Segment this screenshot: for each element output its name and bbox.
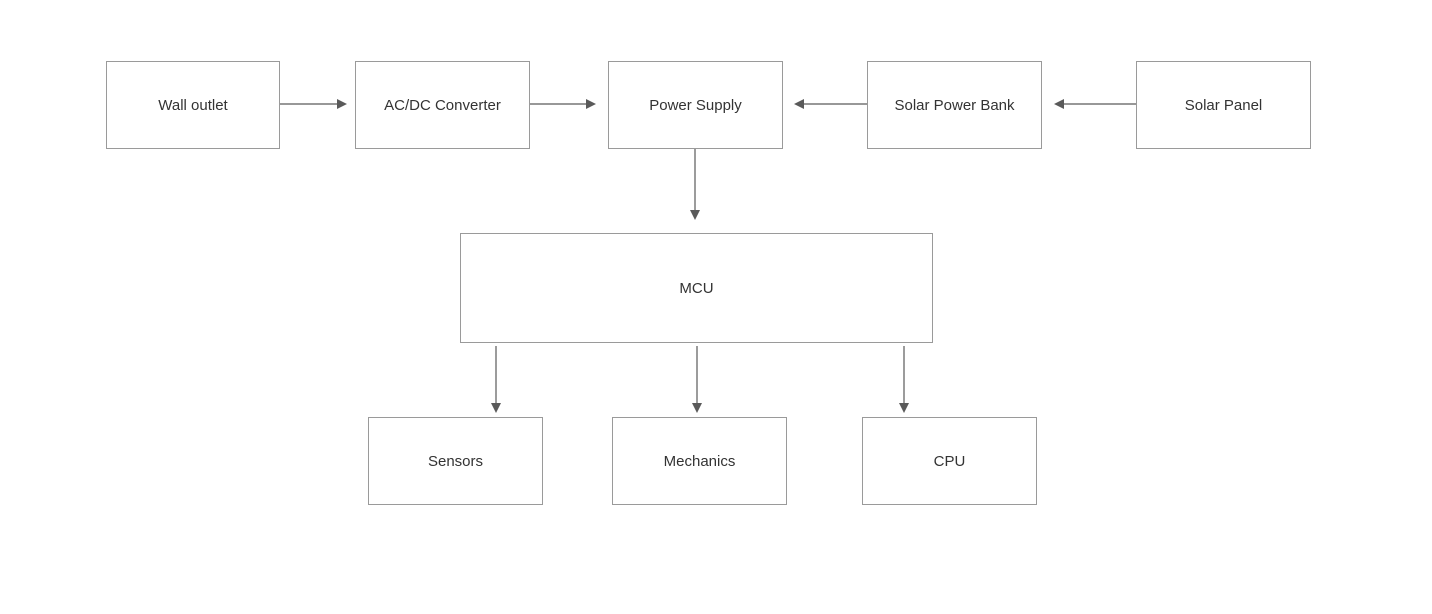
node-solar-panel: Solar Panel — [1136, 61, 1311, 149]
arrow-mcu-to-sensors — [491, 346, 501, 413]
arrow-solar-power-bank-to-power-supply — [794, 99, 867, 109]
node-label: AC/DC Converter — [384, 96, 501, 114]
arrow-mcu-to-mechanics — [692, 346, 702, 413]
node-sensors: Sensors — [368, 417, 543, 505]
arrow-ac-dc-converter-to-power-supply — [530, 99, 596, 109]
node-mcu: MCU — [460, 233, 933, 343]
node-mechanics: Mechanics — [612, 417, 787, 505]
arrow-solar-panel-to-solar-power-bank — [1054, 99, 1136, 109]
node-label: CPU — [933, 452, 966, 470]
node-label: Wall outlet — [158, 96, 228, 114]
node-power-supply: Power Supply — [608, 61, 783, 149]
arrow-mcu-to-cpu — [899, 346, 909, 413]
node-label: Power Supply — [649, 96, 742, 114]
node-label: MCU — [679, 279, 714, 297]
node-ac-dc-converter: AC/DC Converter — [355, 61, 530, 149]
arrow-power-supply-to-mcu — [690, 148, 700, 220]
node-label: Sensors — [427, 452, 484, 470]
node-label: Solar Power Bank — [894, 96, 1015, 114]
node-cpu: CPU — [862, 417, 1037, 505]
node-wall-outlet: Wall outlet — [106, 61, 280, 149]
node-solar-power-bank: Solar Power Bank — [867, 61, 1042, 149]
arrow-wall-outlet-to-ac-dc-converter — [280, 99, 347, 109]
node-label: Mechanics — [663, 452, 736, 470]
node-label: Solar Panel — [1184, 96, 1263, 114]
